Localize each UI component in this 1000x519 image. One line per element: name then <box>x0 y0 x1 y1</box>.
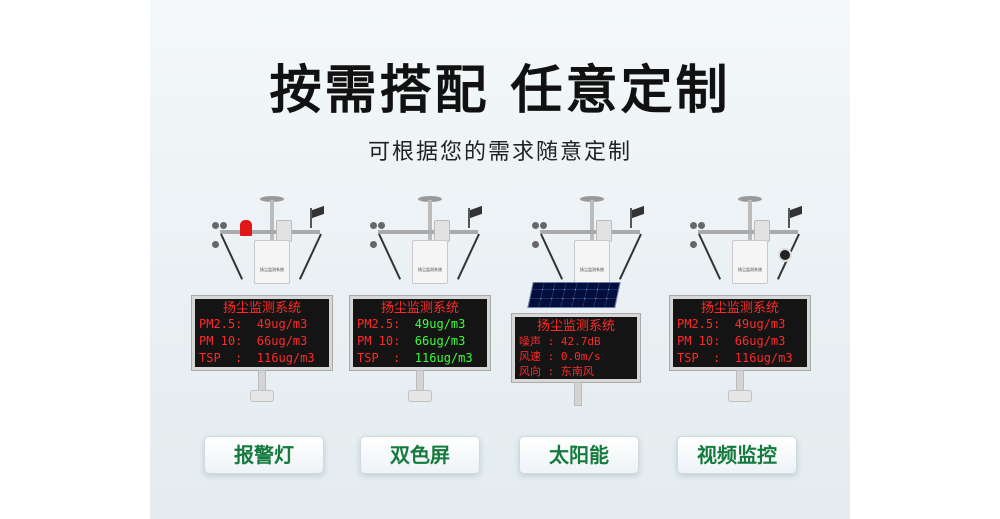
control-box: 扬尘监测系统 <box>412 240 448 284</box>
page-subtitle: 可根据您的需求随意定制 <box>367 140 632 165</box>
led-title: 扬尘监测系统 <box>536 319 615 334</box>
mast <box>270 200 274 240</box>
page-title: 按需搭配 任意定制 <box>269 61 731 121</box>
led-row-label: TSP : <box>357 351 415 365</box>
led-row-value: 116ug/m3 <box>414 351 473 365</box>
led-row: 风向 : 东南风 <box>519 365 594 378</box>
sensor-shield-icon <box>596 220 612 242</box>
control-box: 扬尘监测系统 <box>574 240 610 284</box>
wire <box>618 233 642 280</box>
wind-vane-icon <box>630 208 644 228</box>
anemometer-icon <box>370 214 392 248</box>
station-dual-color: 扬尘监测系统 扬尘监测系统 PM2.5: 49ug/m3 PM 10: 66ug… <box>350 190 510 420</box>
led-title: 扬尘监测系统 <box>700 301 779 316</box>
control-box-label: 扬尘监测系统 <box>738 267 762 272</box>
led-row: PM2.5: 49ug/m3 <box>677 317 786 331</box>
led-row-label: PM 10: <box>357 334 415 348</box>
control-box-label: 扬尘监测系统 <box>580 267 604 272</box>
wind-vane-icon <box>310 208 324 228</box>
crossbar <box>540 230 640 234</box>
wire <box>456 233 480 280</box>
led-row: PM2.5: 49ug/m3 <box>357 316 483 333</box>
control-box-label: 扬尘监测系统 <box>418 267 442 272</box>
led-row-value: 49ug/m3 <box>414 317 466 331</box>
control-box: 扬尘监测系统 <box>732 240 768 284</box>
sensor-shield-icon <box>754 220 770 242</box>
anemometer-icon <box>212 214 234 248</box>
led-row: 风速 : 0.0m/s <box>519 350 601 363</box>
led-row: TSP : 116ug/m3 <box>199 351 315 365</box>
led-display: 扬尘监测系统 PM2.5: 49ug/m3 PM 10: 66ug/m3 TSP… <box>670 296 810 370</box>
mast <box>590 200 594 240</box>
wind-vane-icon <box>468 208 482 228</box>
led-row: PM2.5: 49ug/m3 <box>199 317 308 331</box>
wire <box>698 233 722 280</box>
crossbar <box>698 230 798 234</box>
camera-icon <box>778 248 792 262</box>
alarm-light-icon <box>240 220 252 236</box>
pole-base <box>250 390 274 402</box>
wind-vane-icon <box>788 208 802 228</box>
led-display: 扬尘监测系统 噪声 : 42.7dB 风速 : 0.0m/s 风向 : 东南风 <box>512 314 640 382</box>
rain-dish-icon <box>738 196 762 202</box>
led-title: 扬尘监测系统 <box>222 301 301 316</box>
rain-dish-icon <box>418 196 442 202</box>
wire <box>378 233 402 280</box>
led-row-value: 66ug/m3 <box>414 334 466 348</box>
led-row: PM 10: 66ug/m3 <box>677 334 786 348</box>
pole-base <box>728 390 752 402</box>
wire <box>298 233 322 280</box>
mast <box>428 200 432 240</box>
led-row: TSP : 116ug/m3 <box>677 351 793 365</box>
crossbar <box>220 230 320 234</box>
crossbar <box>378 230 478 234</box>
wire <box>540 233 564 280</box>
option-alarm-light-button[interactable]: 报警灯 <box>204 436 324 474</box>
option-solar-button[interactable]: 太阳能 <box>519 436 639 474</box>
rain-dish-icon <box>260 196 284 202</box>
led-row: TSP : 116ug/m3 <box>357 350 483 367</box>
pole <box>574 382 582 406</box>
station-video: 扬尘监测系统 扬尘监测系统 PM2.5: 49ug/m3 PM 10: 66ug… <box>670 190 830 420</box>
pole-base <box>408 390 432 402</box>
product-panel: 按需搭配 任意定制 可根据您的需求随意定制 扬尘监测系统 扬尘监测系统 PM2.… <box>150 0 850 519</box>
led-row: 噪声 : 42.7dB <box>519 335 601 348</box>
solar-panel-icon <box>527 282 621 308</box>
led-title: 扬尘监测系统 <box>380 301 459 316</box>
led-row-label: PM2.5: <box>357 317 415 331</box>
control-box-label: 扬尘监测系统 <box>260 267 284 272</box>
station-solar: 扬尘监测系统 扬尘监测系统 噪声 : 42.7dB 风速 : 0.0m/s 风向… <box>512 190 672 420</box>
led-display: 扬尘监测系统 PM2.5: 49ug/m3 PM 10: 66ug/m3 TSP… <box>350 296 490 370</box>
anemometer-icon <box>532 214 554 248</box>
station-alarm-light: 扬尘监测系统 扬尘监测系统 PM2.5: 49ug/m3 PM 10: 66ug… <box>192 190 352 420</box>
option-dual-color-button[interactable]: 双色屏 <box>360 436 480 474</box>
led-row: PM 10: 66ug/m3 <box>357 333 483 350</box>
option-video-button[interactable]: 视频监控 <box>677 436 797 474</box>
sensor-shield-icon <box>434 220 450 242</box>
led-row: PM 10: 66ug/m3 <box>199 334 308 348</box>
mast <box>748 200 752 240</box>
rain-dish-icon <box>580 196 604 202</box>
led-display: 扬尘监测系统 PM2.5: 49ug/m3 PM 10: 66ug/m3 TSP… <box>192 296 332 370</box>
sensor-shield-icon <box>276 220 292 242</box>
wire <box>220 233 244 280</box>
anemometer-icon <box>690 214 712 248</box>
control-box: 扬尘监测系统 <box>254 240 290 284</box>
